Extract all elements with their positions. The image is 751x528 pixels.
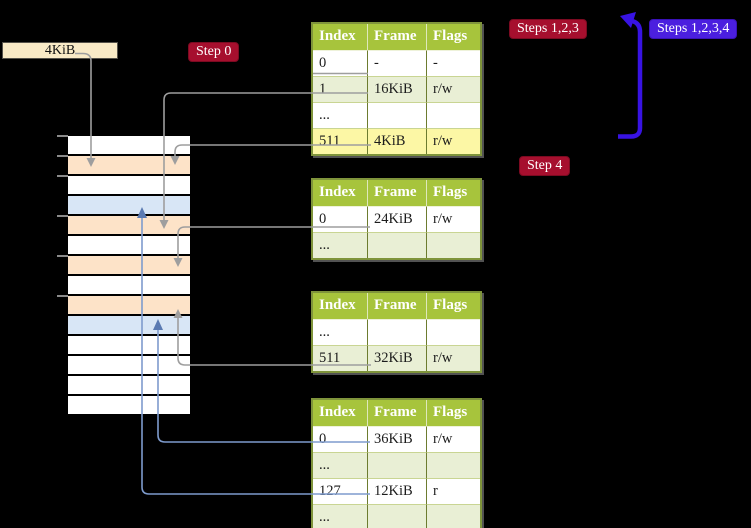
memory-tick xyxy=(57,155,68,157)
level-3-table-row0-flags: r/w xyxy=(426,206,480,232)
memory-row-free xyxy=(68,176,190,196)
column-header-flags: Flags xyxy=(426,180,480,206)
level-1-table-row3-frame xyxy=(367,504,426,528)
memory-tick xyxy=(57,215,68,217)
memory-row-free xyxy=(68,376,190,396)
memory-tick xyxy=(57,255,68,257)
column-header-index: Index xyxy=(313,180,367,206)
step-0-badge: Step 0 xyxy=(188,42,240,62)
level-3-table-row1-flags xyxy=(426,232,480,258)
level-2-table-row1-index: 511 xyxy=(313,345,367,371)
step-4-badge: Step 4 xyxy=(519,156,571,176)
memory-row-free xyxy=(68,236,190,256)
level-4-table-row3-index: 511 xyxy=(313,128,367,154)
memory-row-free xyxy=(68,336,190,356)
level-3-table-row1-frame xyxy=(367,232,426,258)
memory-row-mapped-page xyxy=(68,316,190,336)
level-2-table-row0-frame xyxy=(367,319,426,345)
memory-row-page-table xyxy=(68,296,190,316)
column-header-index: Index xyxy=(313,24,367,50)
frame-address-box: 4KiB xyxy=(2,42,118,59)
level-1-table-row2-frame: 12KiB xyxy=(367,478,426,504)
level-1-table-row1-index: ... xyxy=(313,452,367,478)
memory-row-page-table xyxy=(68,216,190,236)
level-1-table-row2-flags: r xyxy=(426,478,480,504)
level-1-table-row3-flags xyxy=(426,504,480,528)
level-3-table-row0-index: 0 xyxy=(313,206,367,232)
memory-tick xyxy=(57,135,68,137)
memory-row-mapped-page xyxy=(68,196,190,216)
column-header-flags: Flags xyxy=(426,293,480,319)
level-1-table-row0-index: 0 xyxy=(313,426,367,452)
level-1-table-row0-flags: r/w xyxy=(426,426,480,452)
level-4-table-row3-frame: 4KiB xyxy=(367,128,426,154)
level-2-table-row0-index: ... xyxy=(313,319,367,345)
level-4-table-row1-frame: 16KiB xyxy=(367,76,426,102)
level-4-table-row3-flags: r/w xyxy=(426,128,480,154)
level-3-table-row1-index: ... xyxy=(313,232,367,258)
memory-tick xyxy=(57,175,68,177)
memory-row-page-table xyxy=(68,256,190,276)
column-header-index: Index xyxy=(313,400,367,426)
column-header-frame: Frame xyxy=(367,293,426,319)
level-1-table-row1-frame xyxy=(367,452,426,478)
steps-1-2-3-4-badge: Steps 1,2,3,4 xyxy=(649,19,738,39)
memory-row-free xyxy=(68,396,190,416)
level-4-table-row1-flags: r/w xyxy=(426,76,480,102)
steps-1-2-3-badge: Steps 1,2,3 xyxy=(509,19,587,39)
level-3-table-row0-frame: 24KiB xyxy=(367,206,426,232)
level-2-table-row0-flags xyxy=(426,319,480,345)
level-2-table-row1-frame: 32KiB xyxy=(367,345,426,371)
level-4-table-row2-frame xyxy=(367,102,426,128)
level-4-table-row2-index: ... xyxy=(313,102,367,128)
column-header-flags: Flags xyxy=(426,24,480,50)
column-header-frame: Frame xyxy=(367,180,426,206)
column-header-frame: Frame xyxy=(367,24,426,50)
column-header-flags: Flags xyxy=(426,400,480,426)
level-4-table-row0-index: 0 xyxy=(313,50,367,76)
level-4-table-row0-frame: - xyxy=(367,50,426,76)
memory-row-free xyxy=(68,356,190,376)
memory-row-page-table xyxy=(68,156,190,176)
column-header-frame: Frame xyxy=(367,400,426,426)
level-2-table-row1-flags: r/w xyxy=(426,345,480,371)
physical-memory-stack xyxy=(68,136,190,416)
level-1-table-row2-index: 127 xyxy=(313,478,367,504)
arrow-recursive-loop xyxy=(618,18,643,139)
level-1-table-row0-frame: 36KiB xyxy=(367,426,426,452)
level-1-table-row1-flags xyxy=(426,452,480,478)
memory-row-free xyxy=(68,276,190,296)
level-4-table-row2-flags xyxy=(426,102,480,128)
memory-row-free xyxy=(68,136,190,156)
memory-tick xyxy=(57,295,68,297)
column-header-index: Index xyxy=(313,293,367,319)
level-4-table-row1-index: 1 xyxy=(313,76,367,102)
level-4-table-row0-flags: - xyxy=(426,50,480,76)
level-1-table-row3-index: ... xyxy=(313,504,367,528)
arrowhead-recursive-loop xyxy=(620,12,636,28)
